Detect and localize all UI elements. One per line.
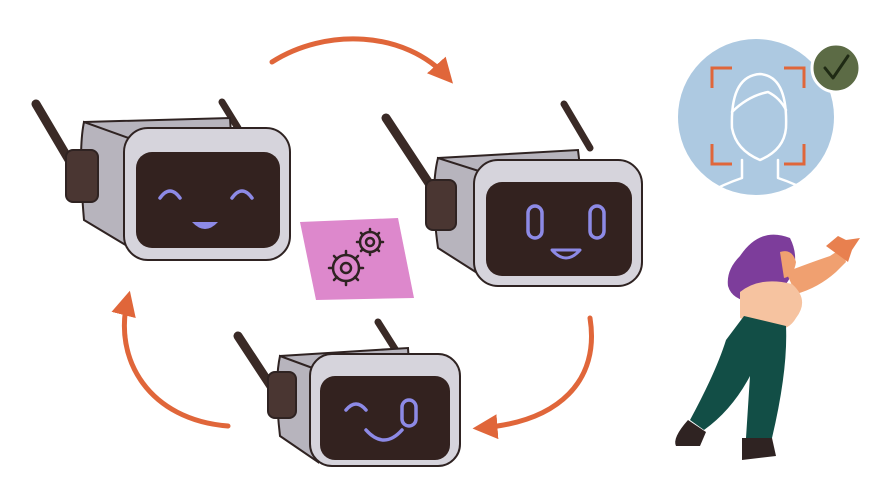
arrow-top-icon [269,36,454,84]
closed-eye-right-icon [230,189,254,200]
face [780,251,796,278]
scan-frame-icon [710,66,806,166]
process-card [300,218,414,300]
face-scan [678,39,862,196]
pants [690,316,787,438]
gears-icon [327,227,385,287]
closed-eye-left-icon [158,189,182,200]
robot-winking [233,318,461,467]
smile-icon [550,248,582,260]
robot-screen [320,376,450,460]
open-eye-left-icon [526,204,544,240]
arrow-left-icon [111,290,231,429]
robot-screen [136,152,280,248]
shirt [740,281,803,331]
cycle-arrows [111,36,594,440]
open-eye-icon [400,398,418,428]
check-badge [810,42,862,94]
wink-eye-icon [344,402,368,412]
smile-icon [192,222,218,229]
open-eye-right-icon [588,204,606,240]
shoe-right [742,438,776,460]
arrow-right-icon [472,315,594,440]
shoe-left [675,420,706,446]
robot-smiling [381,100,643,287]
check-icon [823,54,850,80]
smile-icon [364,428,404,442]
person-figure [675,234,860,460]
face-outline-icon [730,72,788,162]
robot-happy [31,98,291,261]
robot-screen [486,182,632,276]
hand [826,236,860,262]
